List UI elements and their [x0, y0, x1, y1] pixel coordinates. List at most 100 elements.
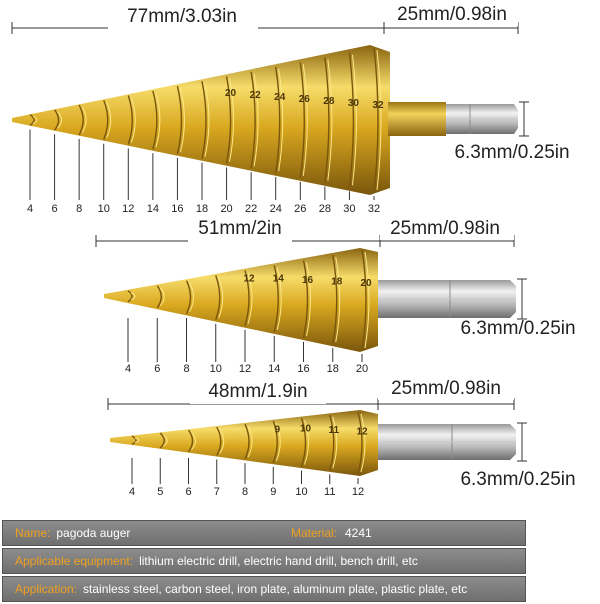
step-label: 18 [327, 363, 339, 375]
step-ticks [127, 318, 363, 362]
step-label: 22 [245, 203, 257, 215]
length-label: 51mm/2in [198, 218, 281, 239]
step-bands [29, 47, 382, 193]
step-highlight [229, 78, 235, 162]
bit-marking: 20 [225, 88, 237, 99]
step-label: 28 [319, 203, 331, 215]
step-band [187, 429, 194, 453]
length-dimension: 51mm/2in [95, 218, 381, 247]
shank-diameter-label: 6.3mm/0.25in [460, 318, 575, 339]
step-label: 8 [242, 486, 248, 498]
shank-length-label: 25mm/0.98in [397, 4, 507, 25]
bit-marking: 24 [274, 92, 286, 103]
bit-marking: 26 [299, 94, 311, 105]
step-highlight [247, 272, 253, 325]
step-label: 6 [154, 363, 160, 375]
material-key: Material: [291, 526, 338, 540]
step-highlight [278, 68, 284, 172]
step-label: 12 [239, 363, 251, 375]
step-highlight [162, 434, 168, 447]
step-label: 24 [270, 203, 282, 215]
step-label: 7 [214, 486, 220, 498]
step-label: 16 [171, 203, 183, 215]
step-highlight [134, 437, 140, 443]
step-highlight [335, 257, 341, 343]
step-highlight [179, 87, 185, 153]
step-highlight [327, 59, 333, 181]
step-label: 26 [294, 203, 306, 215]
step-label: 6 [185, 486, 191, 498]
step-label: 16 [297, 363, 309, 375]
equipment-row: Applicable equipment: lithium electric d… [2, 548, 526, 574]
step-band [250, 71, 256, 169]
step-highlight [106, 102, 112, 138]
step-label: 10 [295, 486, 307, 498]
equipment-key: Applicable equipment: [15, 554, 134, 568]
name-key: Name: [15, 526, 51, 540]
drill-body [110, 410, 378, 476]
step-band [357, 411, 363, 475]
step-highlight [247, 425, 253, 458]
step-highlight [332, 416, 338, 469]
step-highlight [218, 277, 224, 319]
bit-marking: 28 [323, 96, 335, 107]
bit-marking: 11 [328, 425, 339, 436]
step-highlight [376, 49, 382, 191]
bit-marking: 14 [273, 274, 285, 285]
step-highlight [32, 116, 38, 124]
step-band [127, 95, 133, 145]
length-dimension: 48mm/1.9in [107, 380, 379, 410]
bit-marking: 12 [243, 274, 255, 285]
step-highlight [364, 251, 370, 349]
step-band [54, 109, 60, 131]
material-value: 4241 [345, 526, 372, 540]
shank-diameter-label: 6.3mm/0.25in [460, 469, 575, 490]
step-band [348, 52, 355, 188]
bit-marking: 22 [250, 90, 262, 101]
step-band [176, 85, 183, 155]
bit-marking: 18 [331, 277, 343, 288]
step-label: 12 [352, 486, 364, 498]
bit-marking: 12 [356, 427, 368, 438]
step-label: 9 [270, 486, 276, 498]
step-highlight [306, 262, 311, 337]
step-highlight [155, 92, 161, 148]
step-band [152, 90, 158, 150]
step-label: 8 [183, 363, 189, 375]
step-highlight [253, 73, 259, 167]
bit-marking: 10 [300, 424, 312, 435]
shank-diameter-dimension: 6.3mm/0.25in [460, 422, 576, 490]
drill-body [104, 248, 378, 352]
step-band [215, 275, 221, 321]
step-band [185, 280, 192, 315]
step-highlight [219, 428, 225, 454]
shank-diameter-label: 6.3mm/0.25in [454, 142, 569, 163]
step-label: 11 [324, 486, 335, 498]
step-highlight [204, 83, 210, 157]
step-band [300, 417, 307, 467]
name-value: pagoda auger [56, 526, 131, 540]
step-highlight [276, 267, 282, 331]
step-band [78, 104, 84, 136]
step-band [299, 62, 305, 178]
step-highlight [360, 413, 366, 473]
step-band [156, 285, 162, 309]
step-bands [127, 249, 370, 351]
application-row: Application: stainless steel, carbon ste… [2, 576, 526, 602]
step-band [29, 113, 35, 127]
step-band [225, 76, 232, 164]
step-band [244, 423, 250, 460]
length-label: 48mm/1.9in [208, 381, 307, 402]
step-highlight [302, 64, 308, 176]
bit-marking: 16 [302, 275, 314, 286]
step-highlight [304, 419, 309, 465]
drill-body [12, 45, 390, 195]
step-highlight [130, 97, 136, 143]
step-band [302, 260, 309, 339]
